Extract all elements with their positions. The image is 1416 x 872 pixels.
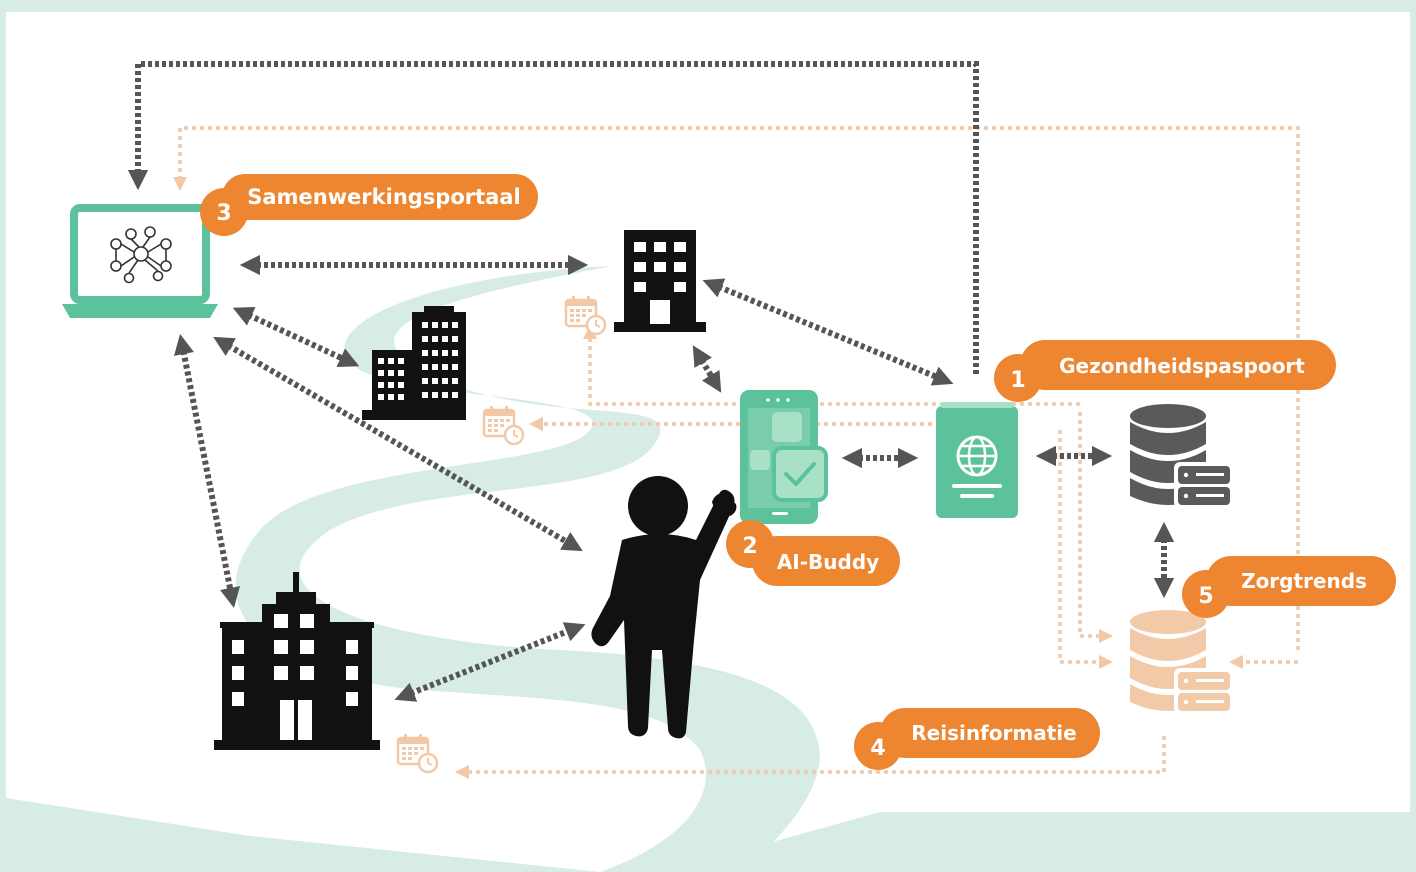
label-gezondheidspaspoort[interactable]: 1 Gezondheidspaspoort <box>994 340 1336 402</box>
label-number: 2 <box>742 534 757 559</box>
smartphone-app-icon <box>740 390 828 524</box>
office-building-icon <box>614 230 706 332</box>
label-number: 5 <box>1198 584 1213 609</box>
person-waving-icon <box>591 476 737 739</box>
label-zorgtrends[interactable]: 5 Zorgtrends <box>1182 556 1396 618</box>
database-server-light-icon <box>1130 610 1234 714</box>
label-text: Samenwerkingsportaal <box>247 185 520 209</box>
label-text: Reisinformatie <box>911 721 1076 745</box>
label-reisinformatie[interactable]: 4 Reisinformatie <box>854 708 1100 770</box>
dark-arrows <box>127 61 1175 702</box>
label-text: Gezondheidspaspoort <box>1059 354 1305 378</box>
passport-globe-icon <box>936 402 1018 518</box>
laptop-network-icon <box>62 204 218 318</box>
label-text: Zorgtrends <box>1241 569 1367 593</box>
label-ai-buddy[interactable]: 2 AI-Buddy <box>726 520 900 586</box>
light-arrows <box>173 126 1300 779</box>
hospital-building-icon <box>214 572 380 750</box>
label-number: 4 <box>870 736 885 761</box>
twin-towers-icon <box>362 306 466 420</box>
label-samenwerkingsportaal[interactable]: 3 Samenwerkingsportaal <box>200 174 538 236</box>
label-text: AI-Buddy <box>777 550 879 574</box>
label-number: 1 <box>1010 368 1025 393</box>
label-number: 3 <box>216 201 231 226</box>
database-server-icon <box>1130 404 1234 508</box>
